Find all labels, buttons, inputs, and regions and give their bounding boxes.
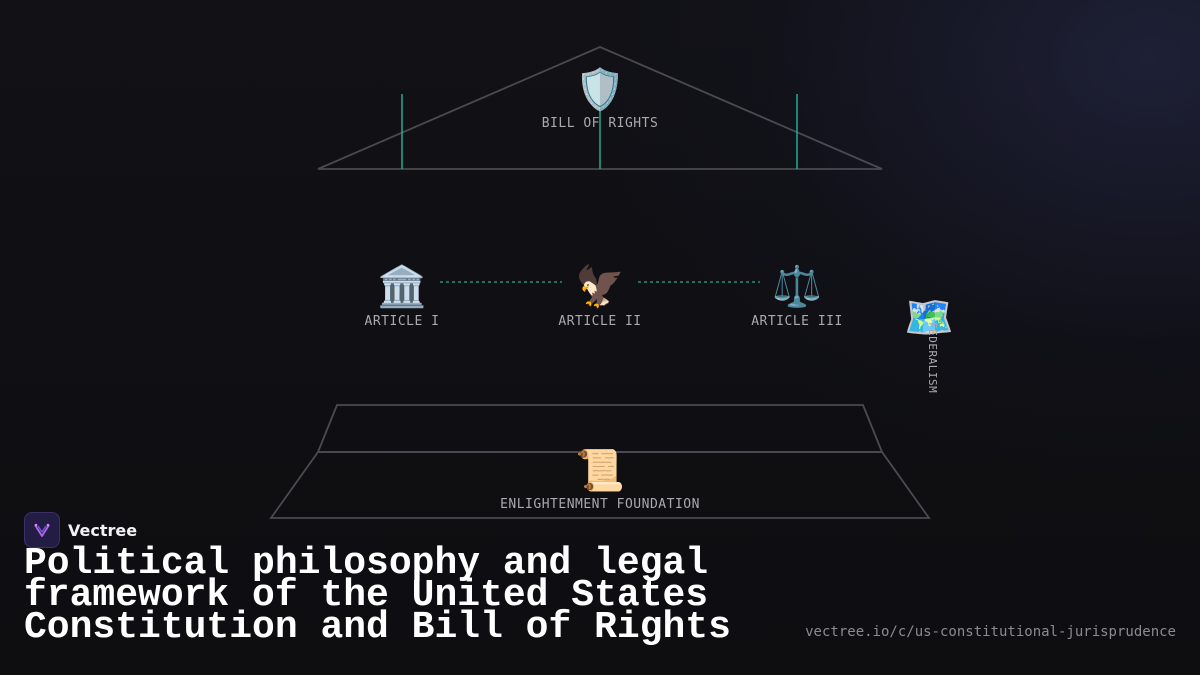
world-map-icon: 🗺️ — [904, 295, 954, 341]
classical-building-icon: 🏛️ — [377, 264, 427, 310]
foundation-label: ENLIGHTENMENT FOUNDATION — [500, 497, 700, 512]
vectree-logo-icon — [24, 512, 60, 548]
pillar-label-article-iii: ARTICLE III — [751, 314, 843, 329]
balance-scale-icon: ⚖️ — [772, 264, 822, 310]
foundation-lower-step — [269, 451, 931, 519]
shield-icon: 🛡️ — [575, 67, 625, 113]
eagle-icon: 🦅 — [575, 264, 625, 310]
pillar-label-article-i: ARTICLE I — [364, 314, 440, 329]
scroll-icon: 📜 — [575, 448, 625, 494]
source-url[interactable]: vectree.io/c/us-constitutional-jurisprud… — [805, 624, 1176, 640]
page-title: Political philosophy and legal framework… — [24, 542, 731, 649]
brand[interactable]: Vectree — [24, 512, 137, 548]
side-label-federalism: FEDERALISM — [926, 322, 939, 394]
roof-label: BILL OF RIGHTS — [541, 116, 659, 131]
brand-name: Vectree — [68, 520, 138, 540]
foundation-upper-step — [316, 404, 884, 453]
pillar-label-article-ii: ARTICLE II — [558, 314, 642, 329]
